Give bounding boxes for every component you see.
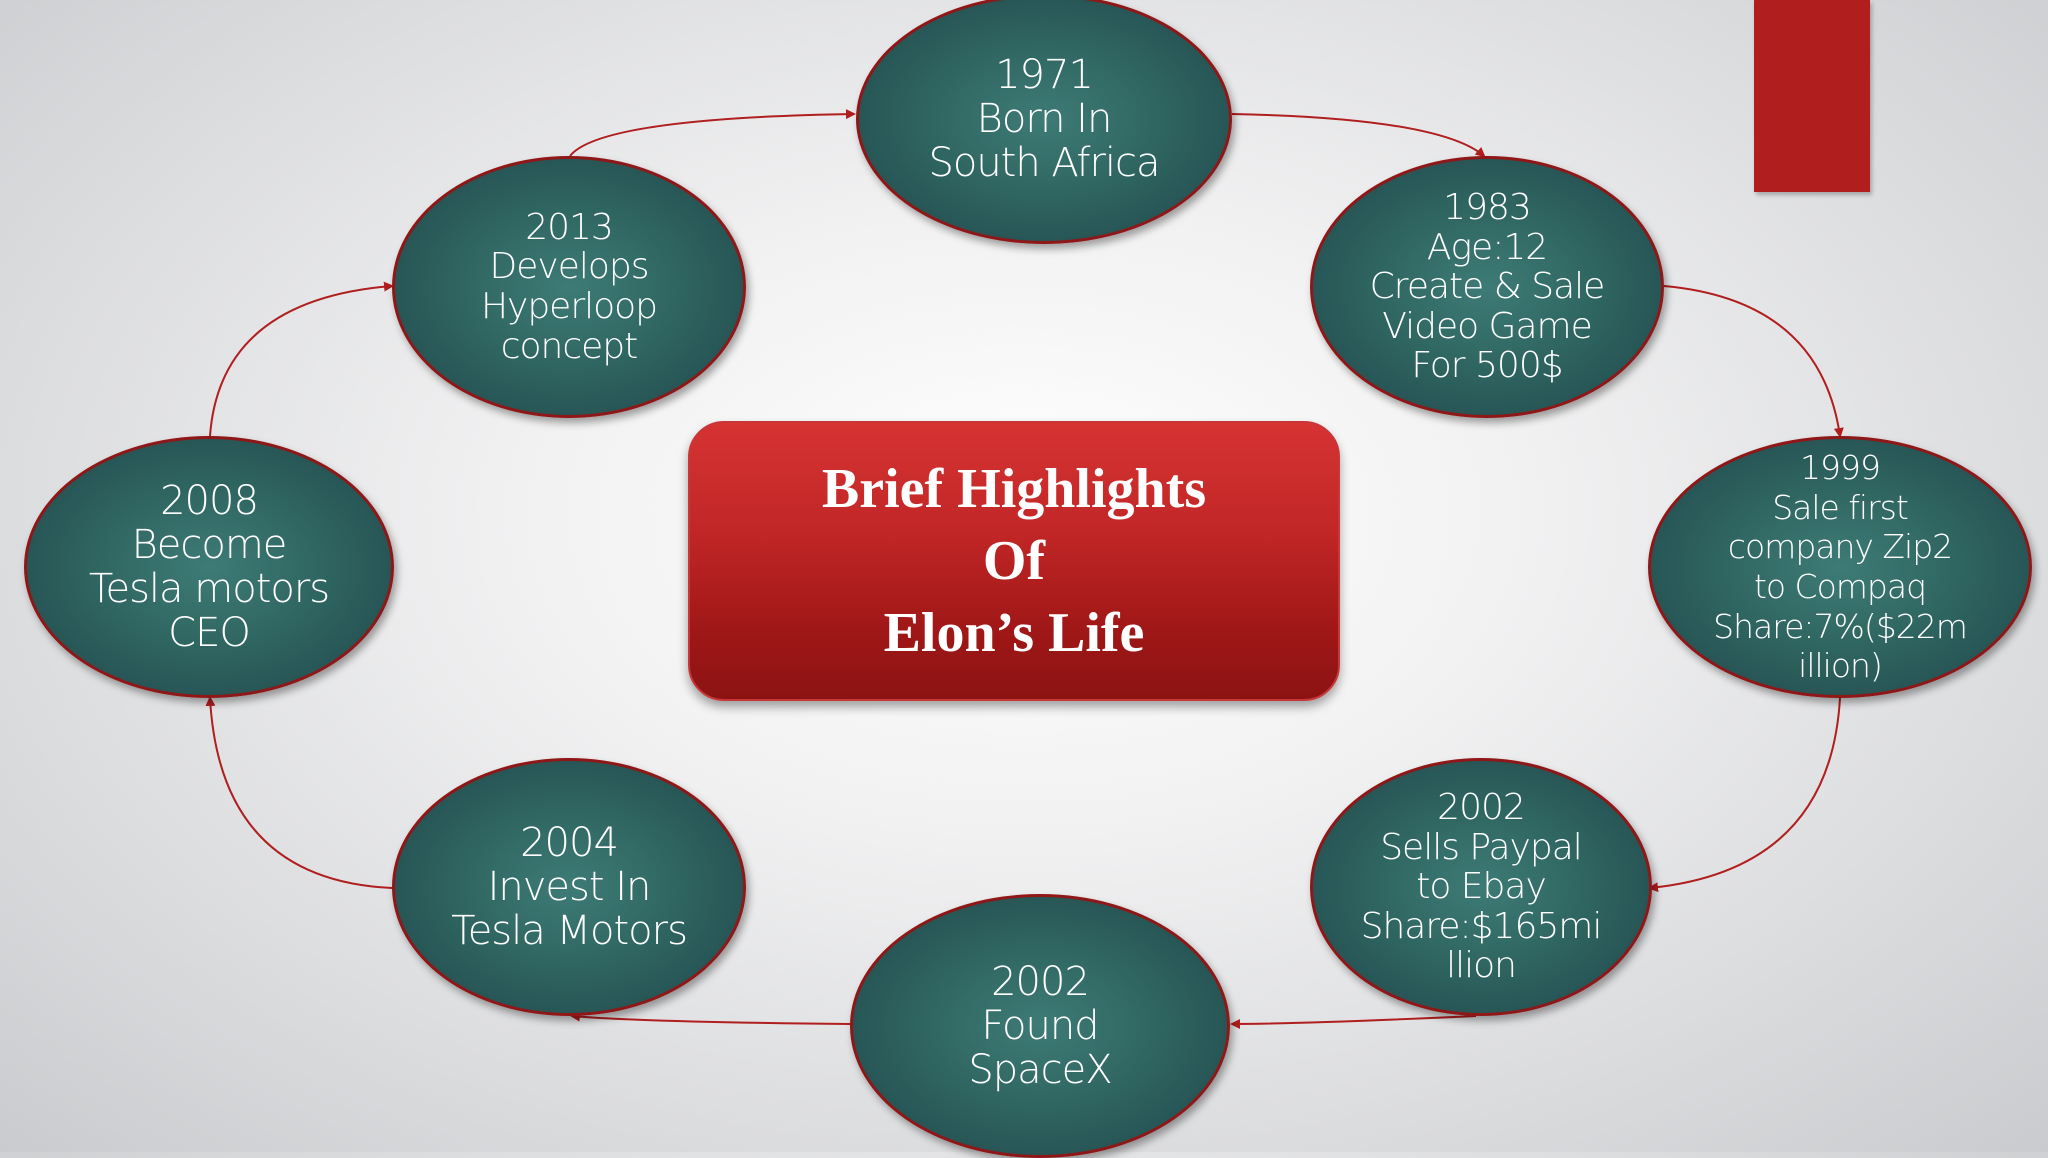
diagram-title: Brief Highlights Of Elon’s Life — [821, 458, 1207, 664]
milestone-2004-text: 2004 Invest In Tesla Motors — [451, 820, 688, 954]
arrow-2004-to-2008 — [205, 696, 393, 889]
arrow-1971-to-1983 — [1231, 113, 1486, 158]
milestone-2008-node: 2008 Become Tesla motors CEO — [24, 436, 394, 698]
arrow-2013-to-1971 — [569, 109, 856, 157]
milestone-2002-paypal-node: 2002 Sells Paypal to Ebay Share:$165mi l… — [1310, 758, 1652, 1016]
milestone-1983-text: 1983 Age:12 Create & Sale Video Game For… — [1369, 187, 1606, 387]
milestone-1983-node: 1983 Age:12 Create & Sale Video Game For… — [1310, 156, 1664, 418]
corner-accent-bar — [1754, 0, 1870, 192]
milestone-2002-spacex-node: 2002 Found SpaceX — [850, 894, 1230, 1158]
milestone-2002-paypal-text: 2002 Sells Paypal to Ebay Share:$165mi l… — [1360, 787, 1603, 987]
arrow-1983-to-1999 — [1663, 285, 1844, 438]
milestone-2008-text: 2008 Become Tesla motors CEO — [88, 478, 330, 656]
arrow-paypal-to-spacex — [1230, 1015, 1477, 1029]
arrow-1999-to-2002-paypal — [1648, 697, 1841, 893]
milestone-1971-node: 1971 Born In South Africa — [856, 0, 1232, 244]
title-box: Brief Highlights Of Elon’s Life — [688, 421, 1340, 701]
milestone-2002-spacex-text: 2002 Found SpaceX — [968, 959, 1112, 1093]
milestone-1971-text: 1971 Born In South Africa — [928, 52, 1160, 186]
milestone-1999-node: 1999 Sale first company Zip2 to Compaq S… — [1648, 436, 2032, 698]
milestone-2013-text: 2013 Develops Hyperloop concept — [480, 206, 658, 367]
milestone-2004-node: 2004 Invest In Tesla Motors — [392, 758, 746, 1016]
milestone-1999-text: 1999 Sale first company Zip2 to Compaq S… — [1713, 448, 1968, 686]
arrow-spacex-to-2004 — [570, 1011, 851, 1025]
arrow-2008-to-2013 — [209, 281, 394, 437]
milestone-2013-node: 2013 Develops Hyperloop concept — [392, 156, 746, 418]
